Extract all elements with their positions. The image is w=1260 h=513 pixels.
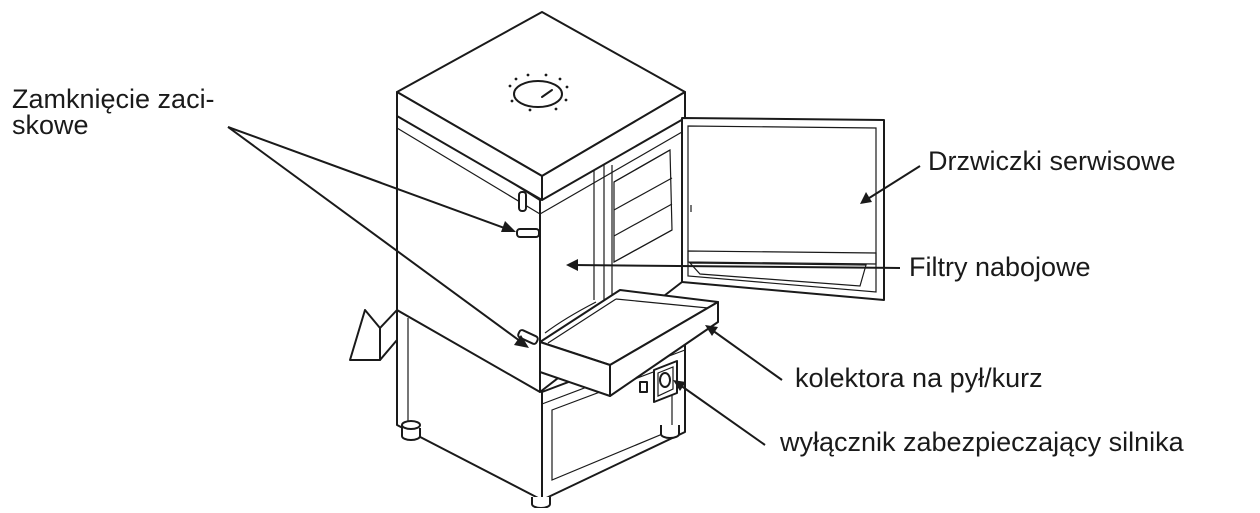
foot-front bbox=[531, 497, 551, 509]
foot-left bbox=[401, 420, 421, 441]
leader-dust-collector bbox=[705, 325, 783, 381]
leader-motor-switch bbox=[673, 380, 766, 446]
leader-service-door bbox=[860, 165, 921, 204]
interior bbox=[544, 148, 673, 334]
clamp-closure-bottom bbox=[517, 329, 539, 345]
leader-cartridge-filters bbox=[566, 259, 901, 271]
leader-clamp-top bbox=[227, 126, 516, 232]
top-dial bbox=[508, 73, 569, 112]
clamp-closure-label-line2: skowe bbox=[12, 110, 89, 140]
service-door bbox=[681, 117, 885, 301]
foot-right bbox=[660, 425, 680, 439]
motor-protection-switch bbox=[639, 360, 678, 403]
dust-collector-label: kolektora na pył/kurz bbox=[795, 363, 1043, 393]
clamp-closure-middle bbox=[516, 228, 540, 238]
service-door-label: Drzwiczki serwisowe bbox=[928, 146, 1176, 176]
leader-clamp-bottom bbox=[227, 126, 529, 348]
clamp-closure-label-line1: Zamknięcie zaci- bbox=[12, 84, 215, 114]
motor-switch-label: wyłącznik zabezpieczający silnika bbox=[780, 427, 1184, 457]
clamp-closure-top bbox=[518, 191, 527, 212]
cartridge-filters-label: Filtry nabojowe bbox=[909, 252, 1091, 282]
dust-collector-drawer bbox=[539, 289, 719, 397]
top-cap bbox=[396, 11, 686, 201]
